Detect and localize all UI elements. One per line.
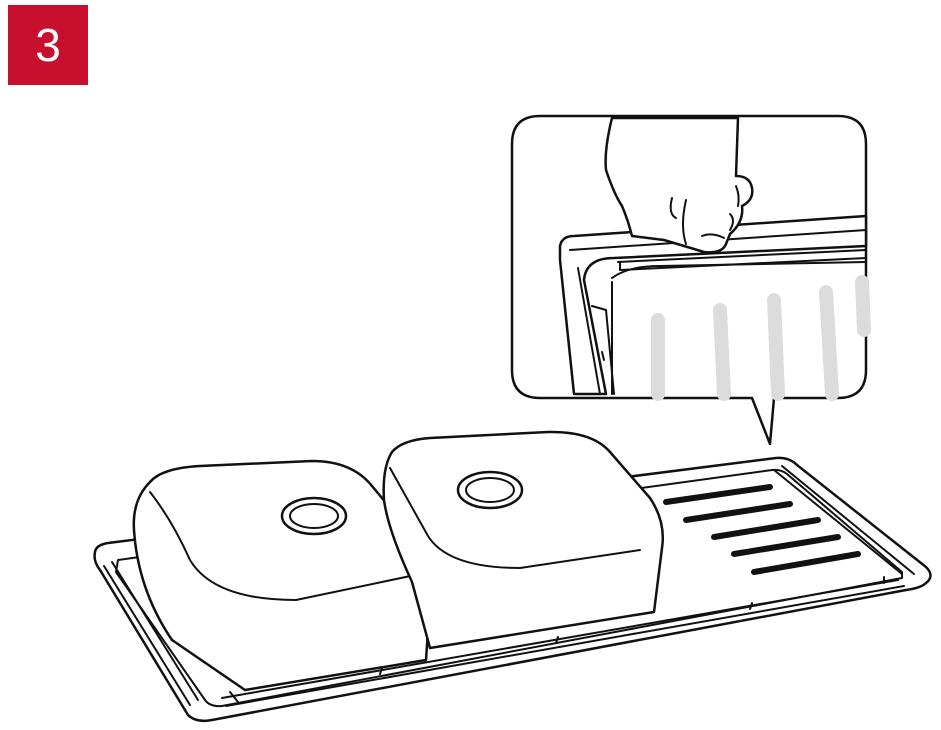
right-rail: [773, 465, 915, 575]
hand-icon: [604, 116, 754, 254]
detail-ribs: [651, 275, 871, 401]
step-number: 3: [35, 19, 61, 71]
ledge-ticks: [229, 576, 885, 703]
sink-inner-rim: [115, 468, 903, 708]
detail-callout: [510, 114, 871, 446]
step-number-badge: 3: [8, 5, 88, 85]
left-bowl: [132, 459, 434, 692]
front-ledge: [221, 579, 905, 707]
right-bowl: [382, 430, 664, 650]
left-rail: [103, 561, 199, 706]
drainboard-grooves: [663, 484, 861, 575]
